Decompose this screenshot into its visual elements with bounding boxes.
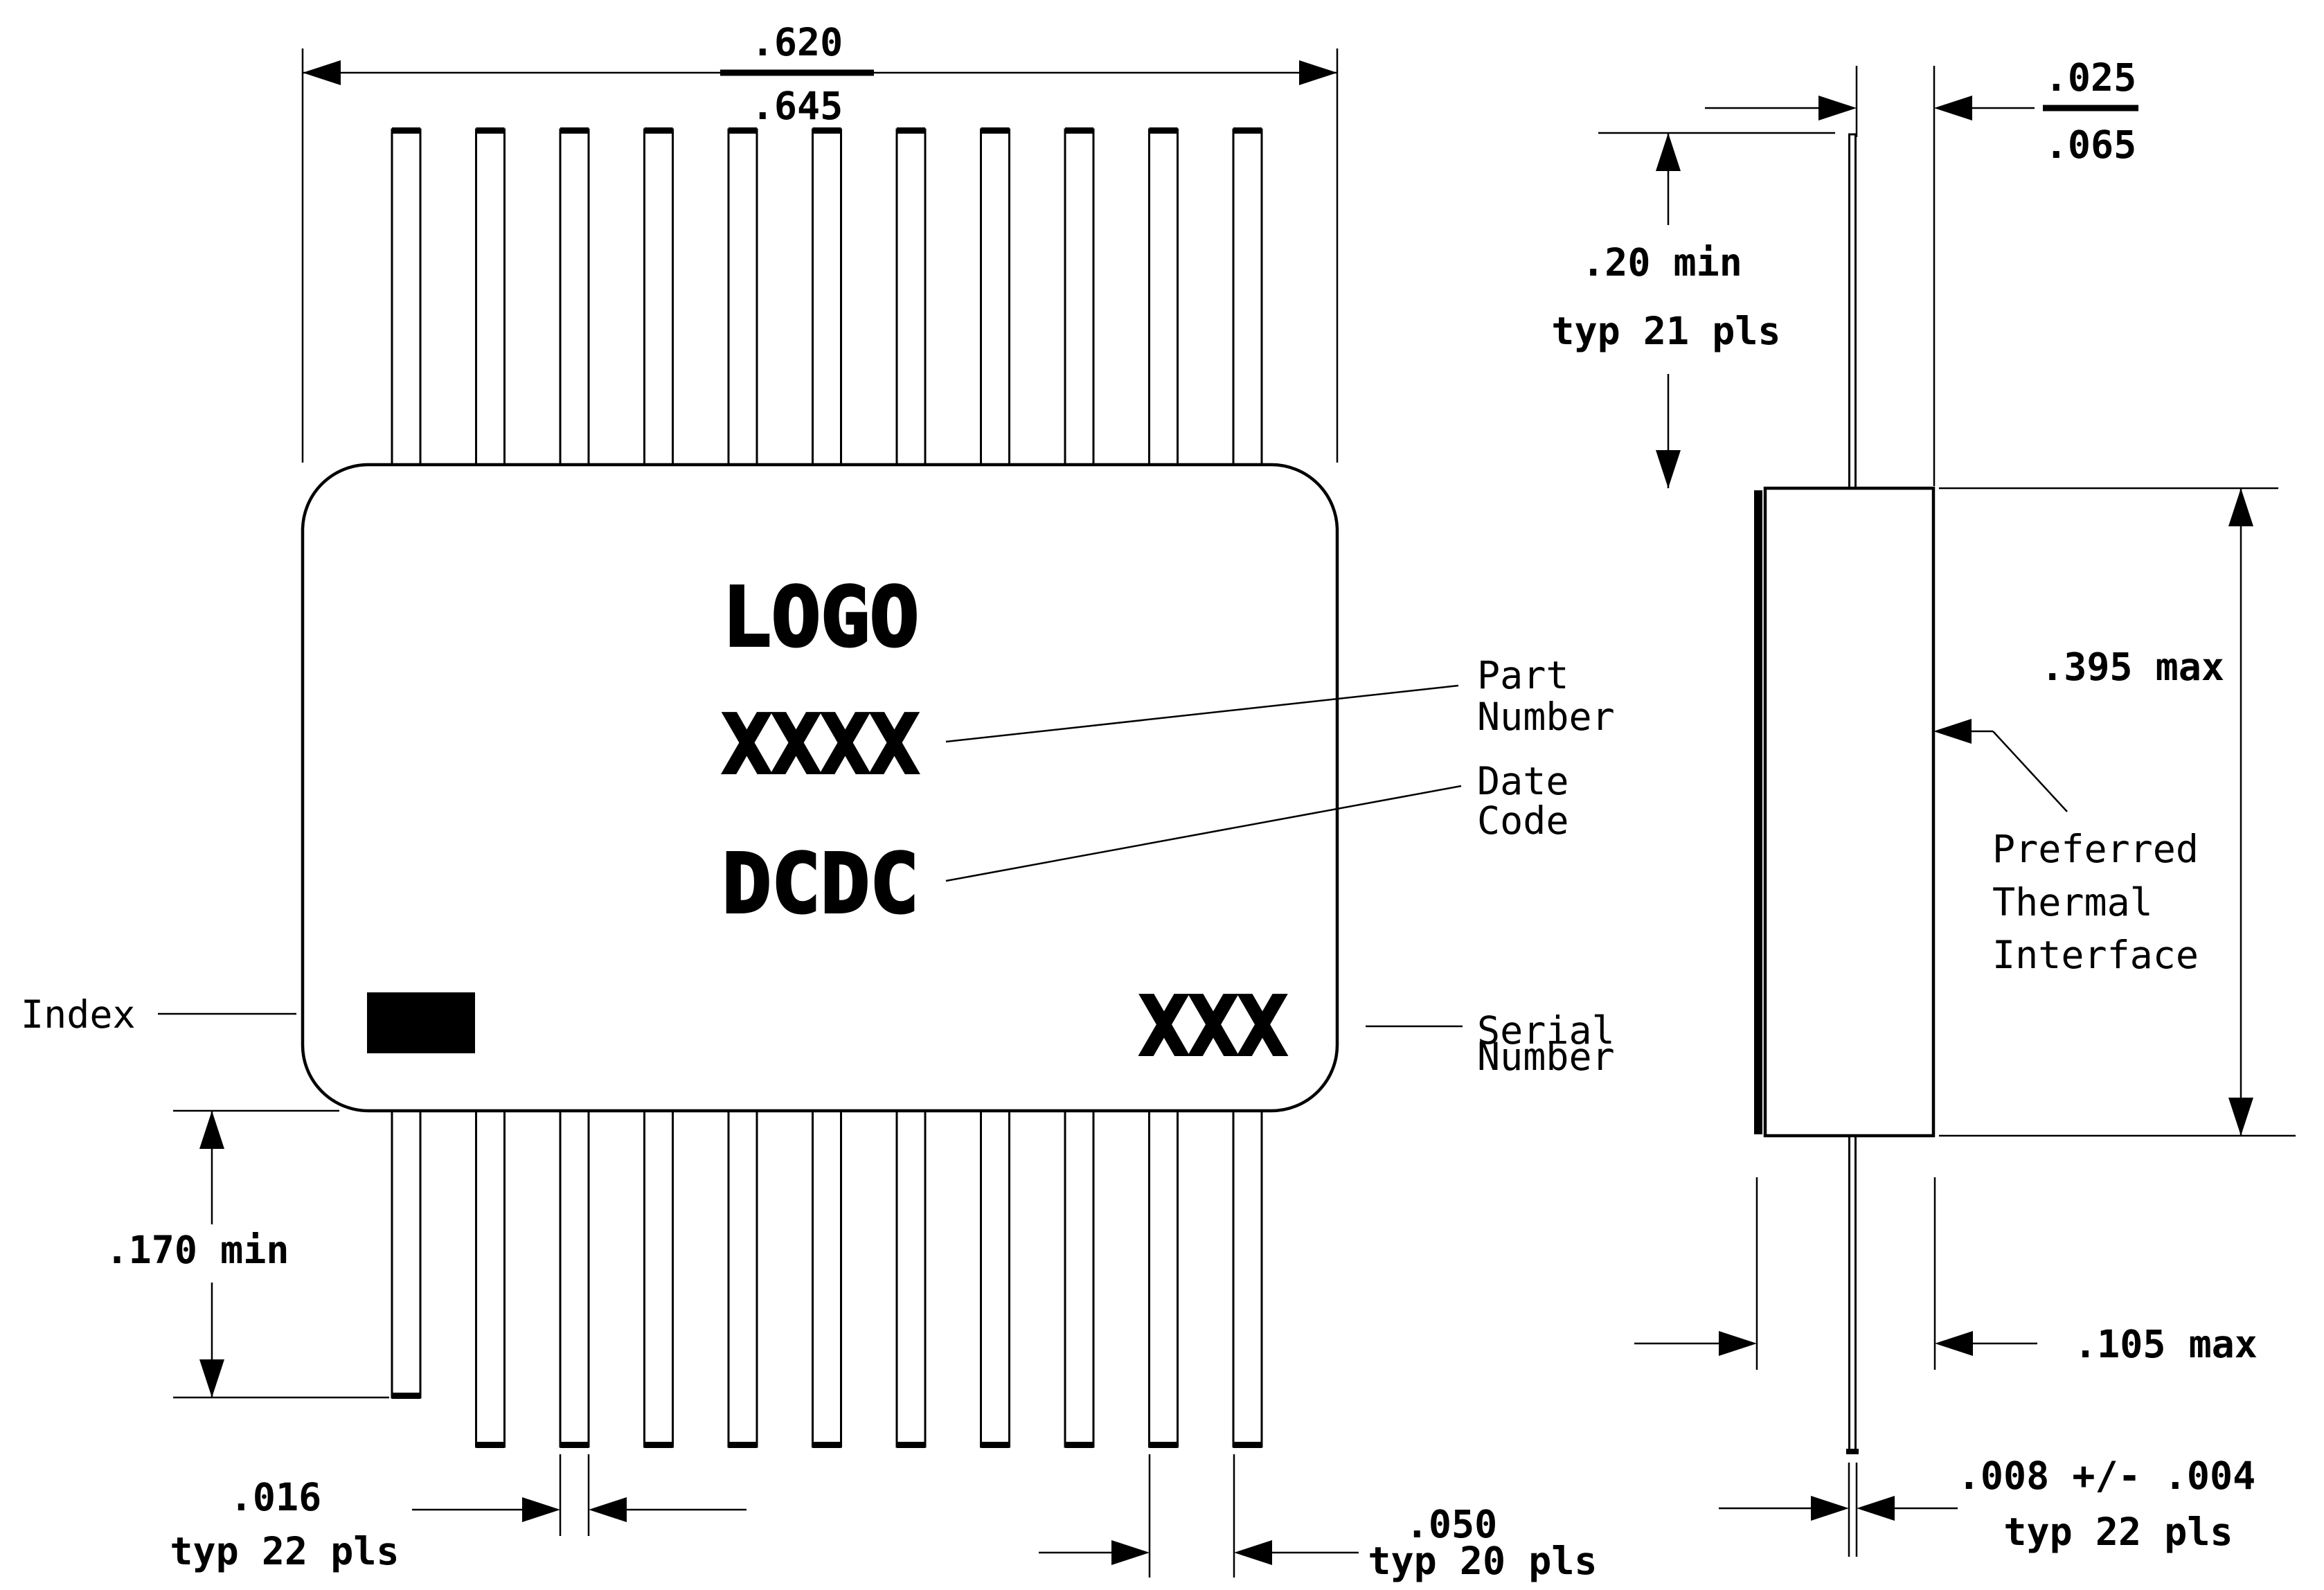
side-package-body — [1763, 486, 1936, 1138]
dim-index-lead-length — [173, 1109, 389, 1399]
dim-lead-offset-upper: .025 — [2045, 55, 2136, 100]
top-view — [301, 127, 1339, 1448]
dim-width-upper: .620 — [751, 20, 843, 64]
index-label: Index — [21, 992, 136, 1037]
bottom-leads — [391, 1109, 1263, 1448]
part-number-label-line2: Number — [1477, 695, 1615, 739]
dim-body-thickness-text: .105 max — [2074, 1322, 2258, 1366]
dim-lead-length-line1: .20 min — [1582, 240, 1742, 285]
top-lead-caps — [392, 127, 1262, 134]
thermal-interface-label-line2: Thermal — [1992, 880, 2153, 924]
dim-width-lower: .645 — [751, 84, 843, 128]
dim-lead-offset-lower: .065 — [2045, 123, 2136, 167]
part-number-label-line1: Part — [1477, 653, 1568, 697]
dim-lead-width-line2: typ 22 pls — [170, 1529, 399, 1573]
dim-lead-pitch — [1039, 1454, 1359, 1578]
package-body — [301, 463, 1339, 1113]
dim-body-height-text: .395 max — [2041, 645, 2224, 689]
index-mark — [367, 992, 475, 1053]
dim-lead-thickness-line2: typ 22 pls — [2003, 1510, 2233, 1554]
dim-lead-pitch-line2: typ 20 pls — [1368, 1539, 1597, 1583]
dim-body-width — [301, 48, 1339, 463]
callout-leaders — [158, 684, 1463, 1028]
side-view — [1754, 133, 1936, 1454]
thermal-interface-label-line1: Preferred — [1992, 827, 2199, 871]
dim-lead-pitch-line1: .050 — [1406, 1502, 1497, 1546]
dim-lead-width-line1: .016 — [230, 1475, 321, 1519]
bottom-lead-caps — [392, 1393, 1262, 1448]
dim-body-height — [1939, 487, 2296, 1137]
dim-lead-thickness — [1719, 1463, 1958, 1557]
dim-lead-width — [412, 1454, 747, 1536]
dim-lead-thickness-line1: .008 +/- .004 — [1958, 1454, 2255, 1498]
date-code-marking: DCDC — [722, 836, 919, 931]
side-lead — [1846, 133, 1859, 1454]
thermal-interface-bar — [1754, 490, 1762, 1134]
dimensions — [158, 48, 2296, 1578]
serial-number-label-line2: Number — [1477, 1035, 1615, 1079]
serial-number-label-line1: Serial — [1477, 1008, 1615, 1053]
date-code-leader — [945, 785, 1462, 882]
dim-lead-length-line2: typ 21 pls — [1551, 309, 1780, 353]
serial-number-marking: XXX — [1139, 979, 1287, 1074]
dim-index-lead-text: .170 min — [106, 1228, 289, 1272]
dim-lead-length — [1598, 132, 1835, 488]
date-code-label-line2: Code — [1477, 798, 1568, 843]
dim-body-thickness — [1634, 1177, 2037, 1370]
part-number-leader — [945, 684, 1459, 743]
dim-lead-offset — [1705, 66, 2138, 486]
thermal-interface-label-line3: Interface — [1992, 933, 2199, 977]
logo-marking: LOGO — [722, 569, 919, 665]
top-leads — [391, 127, 1263, 466]
thermal-interface-leader — [1933, 719, 2068, 812]
part-number-marking: XXXX — [722, 697, 919, 792]
date-code-label-line1: Date — [1477, 759, 1568, 803]
